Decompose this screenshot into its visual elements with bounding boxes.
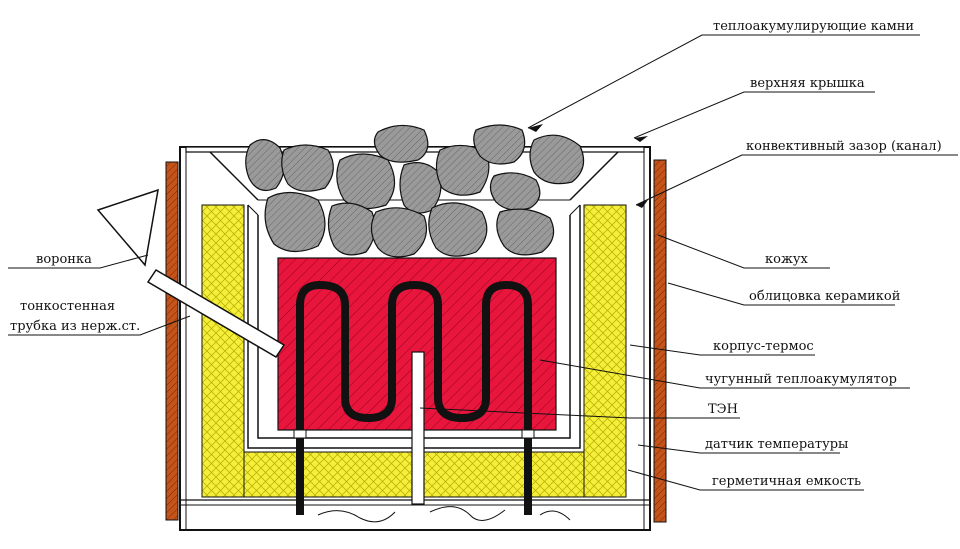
ceramic-facing-left <box>165 161 179 521</box>
insulation-left <box>201 204 245 498</box>
ceramic-facing-right <box>653 159 667 523</box>
label-temp-sensor: датчик температуры <box>705 437 848 452</box>
label-heater: ТЭН <box>708 402 738 417</box>
label-casing: кожух <box>765 252 809 267</box>
stainless-tube <box>146 268 286 359</box>
label-funnel: воронка <box>36 252 92 267</box>
insulation-right <box>583 204 627 498</box>
label-thermos-body: корпус-термос <box>713 339 814 354</box>
label-tube-line1: тонкостенная <box>20 299 115 314</box>
label-tube-line2: трубка из нерж.ст. <box>10 319 140 334</box>
heater-element <box>296 281 532 515</box>
leader-lines <box>8 34 958 491</box>
label-convective-gap: конвективный зазор (канал) <box>746 139 942 154</box>
label-cast-iron-accumulator: чугунный теплоакумулятор <box>705 372 897 387</box>
stones <box>245 124 585 258</box>
label-stones: теплоакумулирующие камни <box>713 19 914 34</box>
label-sealed-container: герметичная емкость <box>712 474 861 489</box>
label-top-cover: верхняя крышка <box>750 76 865 91</box>
label-ceramic-facing: облицовка керамикой <box>749 289 900 304</box>
temperature-sensor <box>411 351 425 505</box>
funnel <box>96 188 159 267</box>
